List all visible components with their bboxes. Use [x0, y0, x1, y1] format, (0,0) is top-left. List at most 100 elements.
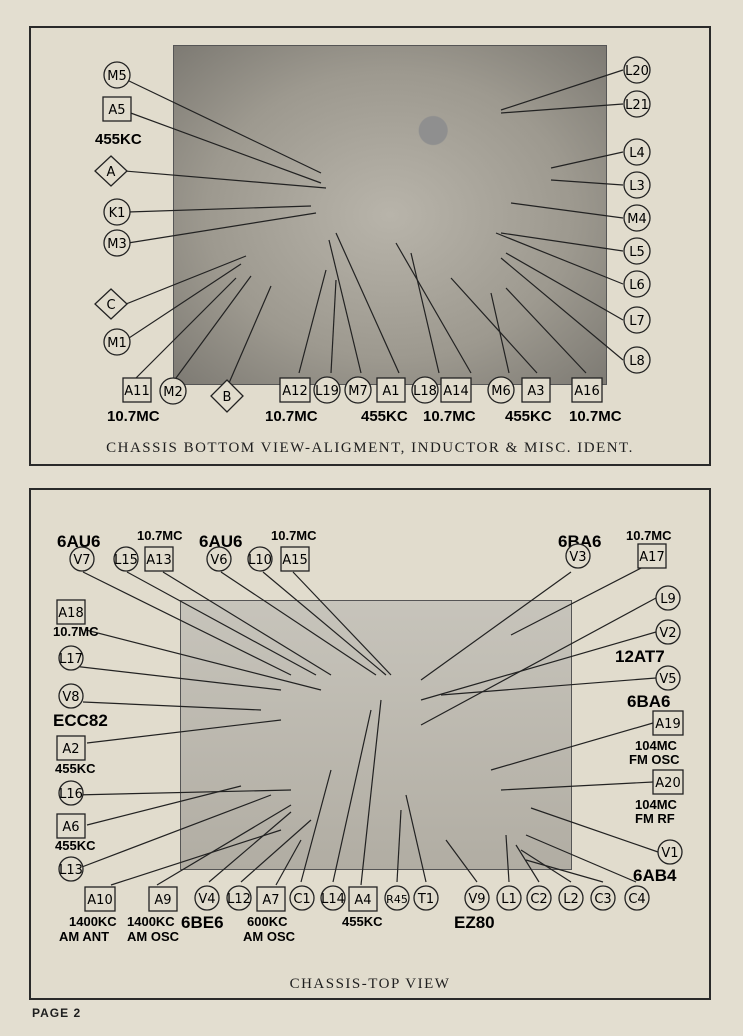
callout-text: M1: [107, 336, 127, 351]
bottom-view-caption: CHASSIS BOTTOM VIEW-ALIGMENT, INDUCTOR &…: [106, 440, 634, 456]
callout-A2: A2: [56, 735, 86, 761]
callout-text: A15: [282, 553, 307, 568]
callout-A17: A17: [637, 543, 667, 569]
chassis-top-panel: 6AU6 10.7MC 6AU6 10.7MC 6BA6 10.7MC V7 L…: [29, 488, 711, 1000]
callout-L3: L3: [623, 171, 651, 199]
tube-v5-type: 6BA6: [627, 692, 670, 711]
freq-a10-2: AM ANT: [59, 929, 109, 944]
callout-text: L18: [413, 384, 437, 399]
callout-text: M4: [627, 212, 647, 227]
callout-text: V8: [62, 690, 79, 705]
callout-C4: C4: [624, 885, 650, 911]
callout-V3: V3: [565, 543, 591, 569]
tube-v8-type: ECC82: [53, 711, 108, 730]
callout-L19: L19: [313, 376, 341, 404]
freq-a6: 455KC: [55, 838, 96, 853]
callout-text: L2: [563, 892, 579, 907]
callout-A15: A15: [280, 546, 310, 572]
callout-M4: M4: [623, 204, 651, 232]
tube-v1-type: 6AB4: [633, 866, 677, 885]
freq-a7-2: AM OSC: [243, 929, 296, 944]
callout-L15: L15: [113, 546, 139, 572]
callout-text: L3: [629, 179, 645, 194]
tube-v9-type: EZ80: [454, 913, 495, 932]
callout-text: L19: [315, 384, 339, 399]
tube-v6-type: 6AU6: [199, 532, 242, 551]
callout-L21: L21: [623, 90, 651, 118]
callout-text: L20: [625, 64, 649, 79]
callout-text: A3: [527, 384, 544, 399]
callout-L6: L6: [623, 270, 651, 298]
callout-A7: A7: [256, 886, 286, 912]
freq-a20-2: FM RF: [635, 811, 675, 826]
callout-text: A5: [108, 103, 125, 118]
callout-A12: A12: [279, 377, 311, 403]
callout-text: R45: [386, 893, 408, 906]
callout-text: A13: [146, 553, 171, 568]
callout-V9: V9: [464, 885, 490, 911]
callout-text: V6: [210, 553, 227, 568]
callout-text: V5: [659, 672, 676, 687]
freq-a10-1: 1400KC: [69, 914, 117, 929]
freq-a9-1: 1400KC: [127, 914, 175, 929]
callout-text: M2: [163, 385, 183, 400]
callout-text: A19: [655, 717, 680, 732]
callout-A14: A14: [440, 377, 472, 403]
callout-L13: L13: [58, 856, 84, 882]
freq-a12: 10.7MC: [265, 408, 318, 425]
callout-text: A11: [124, 384, 149, 399]
callout-L16: L16: [58, 780, 84, 806]
freq-a1: 455KC: [361, 408, 408, 425]
callout-A20: A20: [652, 769, 684, 795]
freq-a2: 455KC: [55, 761, 96, 776]
callout-L5: L5: [623, 237, 651, 265]
tube-v7-type: 6AU6: [57, 532, 100, 551]
callout-L14: L14: [320, 885, 346, 911]
freq-a20-1: 104MC: [635, 797, 678, 812]
callout-C3: C3: [590, 885, 616, 911]
chassis-bottom-panel: M5 A5 455KC A K1 M3 C M1 A11 M2 B A12 L1…: [29, 26, 711, 466]
callout-M7: M7: [344, 376, 372, 404]
callout-L18: L18: [411, 376, 439, 404]
callout-text: A16: [574, 384, 599, 399]
callout-L20: L20: [623, 56, 651, 84]
callout-A3: A3: [521, 377, 551, 403]
callout-C1: C1: [289, 885, 315, 911]
freq-a7-1: 600KC: [247, 914, 288, 929]
callout-text: L14: [321, 892, 345, 907]
callout-text: V9: [468, 892, 485, 907]
callout-text: L10: [248, 553, 272, 568]
callout-A5: A5: [102, 96, 132, 122]
callout-text: V1: [661, 846, 678, 861]
callout-M3: M3: [103, 229, 131, 257]
top-callout-layer: 6AU6 10.7MC 6AU6 10.7MC 6BA6 10.7MC V7 L…: [53, 528, 684, 944]
callout-text: T1: [417, 892, 434, 907]
callout-A13: A13: [144, 546, 174, 572]
callout-text: A10: [87, 893, 112, 908]
callout-A19: A19: [652, 710, 684, 736]
callout-text: L7: [629, 314, 645, 329]
callout-L7: L7: [623, 306, 651, 334]
callout-text: C2: [530, 892, 547, 907]
callout-text: C4: [628, 892, 645, 907]
callout-V8: V8: [58, 683, 84, 709]
freq-a9-2: AM OSC: [127, 929, 180, 944]
callout-text: A12: [282, 384, 307, 399]
freq-a19-2: FM OSC: [629, 752, 680, 767]
callout-K1: K1: [103, 198, 131, 226]
callout-text: C: [106, 298, 115, 313]
top-view-caption: CHASSIS-TOP VIEW: [289, 976, 451, 992]
callout-text: V4: [198, 892, 215, 907]
tube-v2-type: 12AT7: [615, 647, 665, 666]
callout-text: M3: [107, 237, 127, 252]
callout-text: L4: [629, 146, 645, 161]
callout-V7: V7: [69, 546, 95, 572]
callout-text: A20: [655, 776, 680, 791]
callout-T1: T1: [413, 885, 439, 911]
callout-text: K1: [109, 206, 126, 221]
callout-M1: M1: [103, 328, 131, 356]
callout-B: B: [210, 379, 244, 413]
callout-text: L13: [59, 863, 83, 878]
callout-M6: M6: [487, 376, 515, 404]
callout-text: C1: [293, 892, 310, 907]
